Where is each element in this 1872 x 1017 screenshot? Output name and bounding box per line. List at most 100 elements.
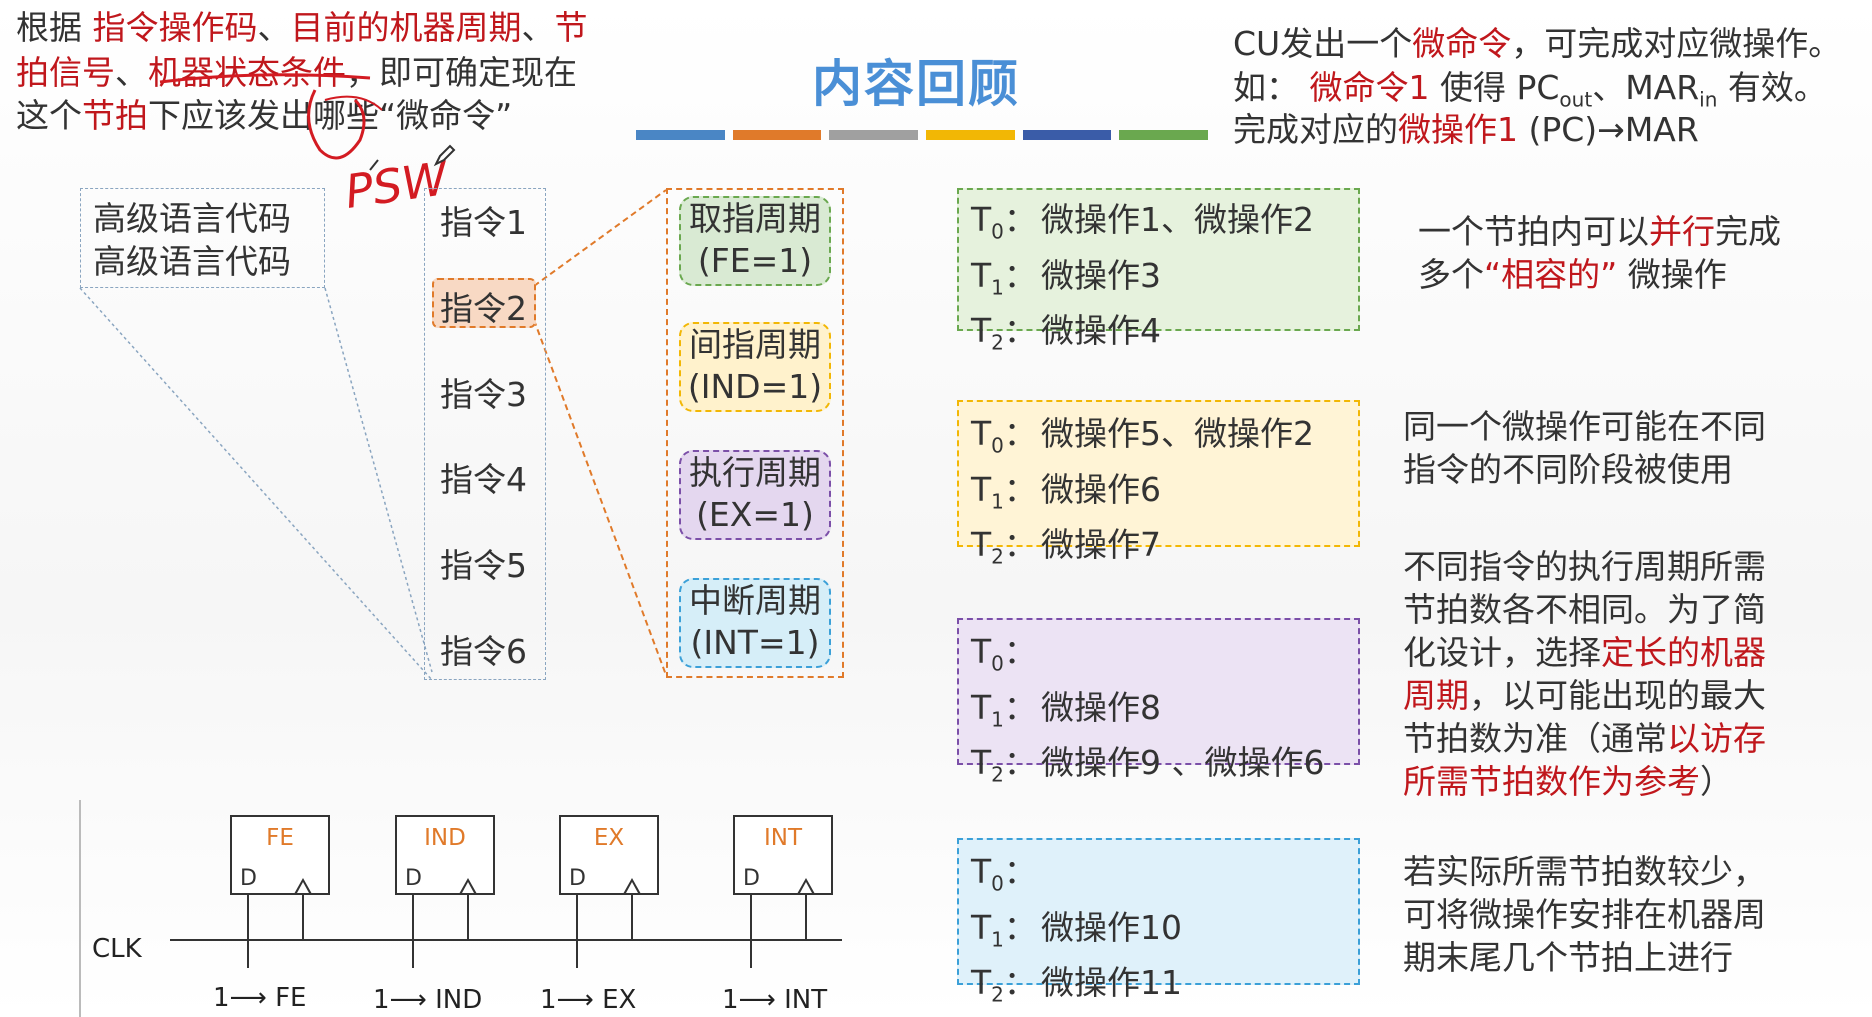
beat-row: T2：微操作7 (971, 523, 1358, 579)
flipflop-fe-d: D (240, 866, 257, 891)
cycle-fetch-name: 取指周期 (689, 199, 821, 238)
beat-t: T (971, 255, 992, 295)
beat-t: T (971, 852, 992, 891)
cycle-execute-name: 执行周期 (689, 453, 821, 492)
complete-text: 完成对应的 (1233, 110, 1398, 149)
text-segment: 指令操作码 (92, 8, 258, 47)
instruction-3: 指令3 (440, 375, 527, 414)
beat-label: T1： (971, 468, 1041, 524)
pc-subscript: out (1559, 87, 1593, 112)
instruction-4: 指令4 (440, 460, 527, 499)
text-segment: 不同指令的执行周期所需 (1403, 547, 1766, 586)
top-left-line-1: 根据 指令操作码、目前的机器周期、节 (16, 6, 588, 49)
flipflop-ex-d: D (569, 866, 586, 891)
color-bar-segment-5 (1022, 130, 1112, 140)
beat-micro-ops: 微操作9 、微操作6 (1041, 743, 1325, 783)
color-bar-segment-6 (1119, 130, 1209, 140)
output-ind: 1⟶ IND (373, 985, 483, 1015)
text-segment: 这个 (16, 96, 82, 135)
instruction-6: 指令6 (440, 632, 527, 671)
text-segment: 周期 (1403, 676, 1469, 715)
beat-row: T0：微操作1、微操作2 (971, 198, 1358, 254)
text-segment: 并行 (1649, 212, 1715, 251)
note-line: 周期，以可能出现的最大 (1403, 674, 1766, 717)
note-line: 指令的不同阶段被使用 (1403, 448, 1766, 491)
beat-index: 0 (991, 871, 1004, 896)
beat-micro-ops: 微操作3 (1041, 255, 1161, 295)
beat-t: T (971, 963, 992, 1003)
beat-colon: ： (1003, 743, 1037, 783)
beat-index: 0 (991, 219, 1004, 244)
text-segment: 拍信号 (16, 53, 115, 92)
effective-text: 有效。 (1717, 68, 1827, 107)
example-label: 如： (1233, 68, 1310, 107)
cycle-interrupt-flag: (INT=1) (690, 623, 820, 662)
clock-triangle-icon (797, 878, 815, 894)
beat-index: 1 (991, 275, 1004, 300)
beat-index: 0 (991, 433, 1004, 458)
text-segment: ） (1700, 762, 1733, 801)
handwritten-annotation (159, 73, 383, 171)
flipflop-ex: EX D (559, 815, 659, 895)
text-segment: 节拍数为准（通常 (1403, 719, 1667, 758)
output-int: 1⟶ INT (722, 985, 828, 1015)
instruction-2: 指令2 (440, 289, 527, 328)
beat-micro-ops: 微操作6 (1041, 469, 1161, 509)
beat-t: T (971, 632, 992, 671)
color-bar-segment-4 (926, 130, 1015, 140)
instruction-list-box (424, 188, 546, 680)
note-line: 所需节拍数作为参考） (1403, 760, 1766, 803)
cycle-fetch-flag: (FE=1) (697, 241, 813, 280)
instruction-5: 指令5 (440, 546, 527, 585)
text-segment: 若实际所需节拍数较少， (1403, 852, 1766, 891)
beat-row: T1：微操作8 (971, 686, 1358, 742)
source-code-line-2: 高级语言代码 (93, 242, 291, 281)
beat-t: T (971, 687, 992, 727)
beat-row: T0：微操作5、微操作2 (971, 412, 1358, 468)
beat-label: T2： (971, 523, 1041, 579)
beat-micro-ops: 微操作8 (1041, 687, 1161, 727)
color-bar-segment-2 (732, 130, 822, 140)
text-segment: 根据 (16, 8, 93, 47)
beat-t: T (971, 200, 992, 239)
output-ex: 1⟶ EX (540, 985, 637, 1015)
note-line: 节拍数为准（通常以访存 (1403, 717, 1766, 760)
text-segment: 、 (257, 8, 291, 47)
beat-index: 1 (991, 707, 1004, 732)
text-segment: 下应该发出哪些“微命令” (148, 96, 513, 135)
note-line: 不同指令的执行周期所需 (1403, 545, 1766, 588)
beat-micro-ops: 微操作10 (1041, 907, 1182, 947)
clock-triangle-icon (294, 878, 312, 894)
cycle-interrupt-name: 中断周期 (689, 581, 821, 620)
beat-label: T1： (971, 254, 1041, 310)
beat-row: T2：微操作11 (971, 961, 1358, 1017)
text-segment: 定长的机器 (1601, 633, 1766, 672)
note-line: 同一个微操作可能在不同 (1403, 405, 1766, 448)
flipflop-ind-name: IND (424, 825, 466, 851)
color-bar-segment-3 (829, 130, 919, 140)
color-bar-segment-1 (636, 130, 725, 140)
color-bar (636, 130, 1209, 140)
beat-t: T (971, 907, 992, 947)
beat-colon: ： (1003, 311, 1037, 351)
page-title: 内容回顾 (812, 55, 1020, 113)
note-line: 化设计，选择定长的机器 (1403, 631, 1766, 674)
text-segment: 化设计，选择 (1403, 633, 1601, 672)
machine-cycle-box (666, 188, 844, 678)
beat-label: T0： (971, 198, 1041, 254)
flipflop-fe-name: FE (266, 825, 294, 851)
text-segment: 一个节拍内可以 (1418, 212, 1649, 251)
beat-row: T0： (971, 850, 1358, 906)
text-segment: ，可完成对应微操作。 (1511, 24, 1842, 63)
beat-row: T1：微操作3 (971, 254, 1358, 310)
beat-t: T (971, 525, 992, 565)
uses-pc: 使得 PC (1429, 68, 1560, 107)
beat-index: 0 (991, 651, 1004, 676)
text-segment: 完成 (1715, 212, 1781, 251)
beat-t: T (971, 311, 992, 351)
beat-index: 2 (991, 330, 1004, 355)
note-schedule-end: 若实际所需节拍数较少，可将微操作安排在机器周期末尾几个节拍上进行 (1403, 850, 1766, 979)
text-segment: ，以可能出现的最大 (1469, 676, 1766, 715)
